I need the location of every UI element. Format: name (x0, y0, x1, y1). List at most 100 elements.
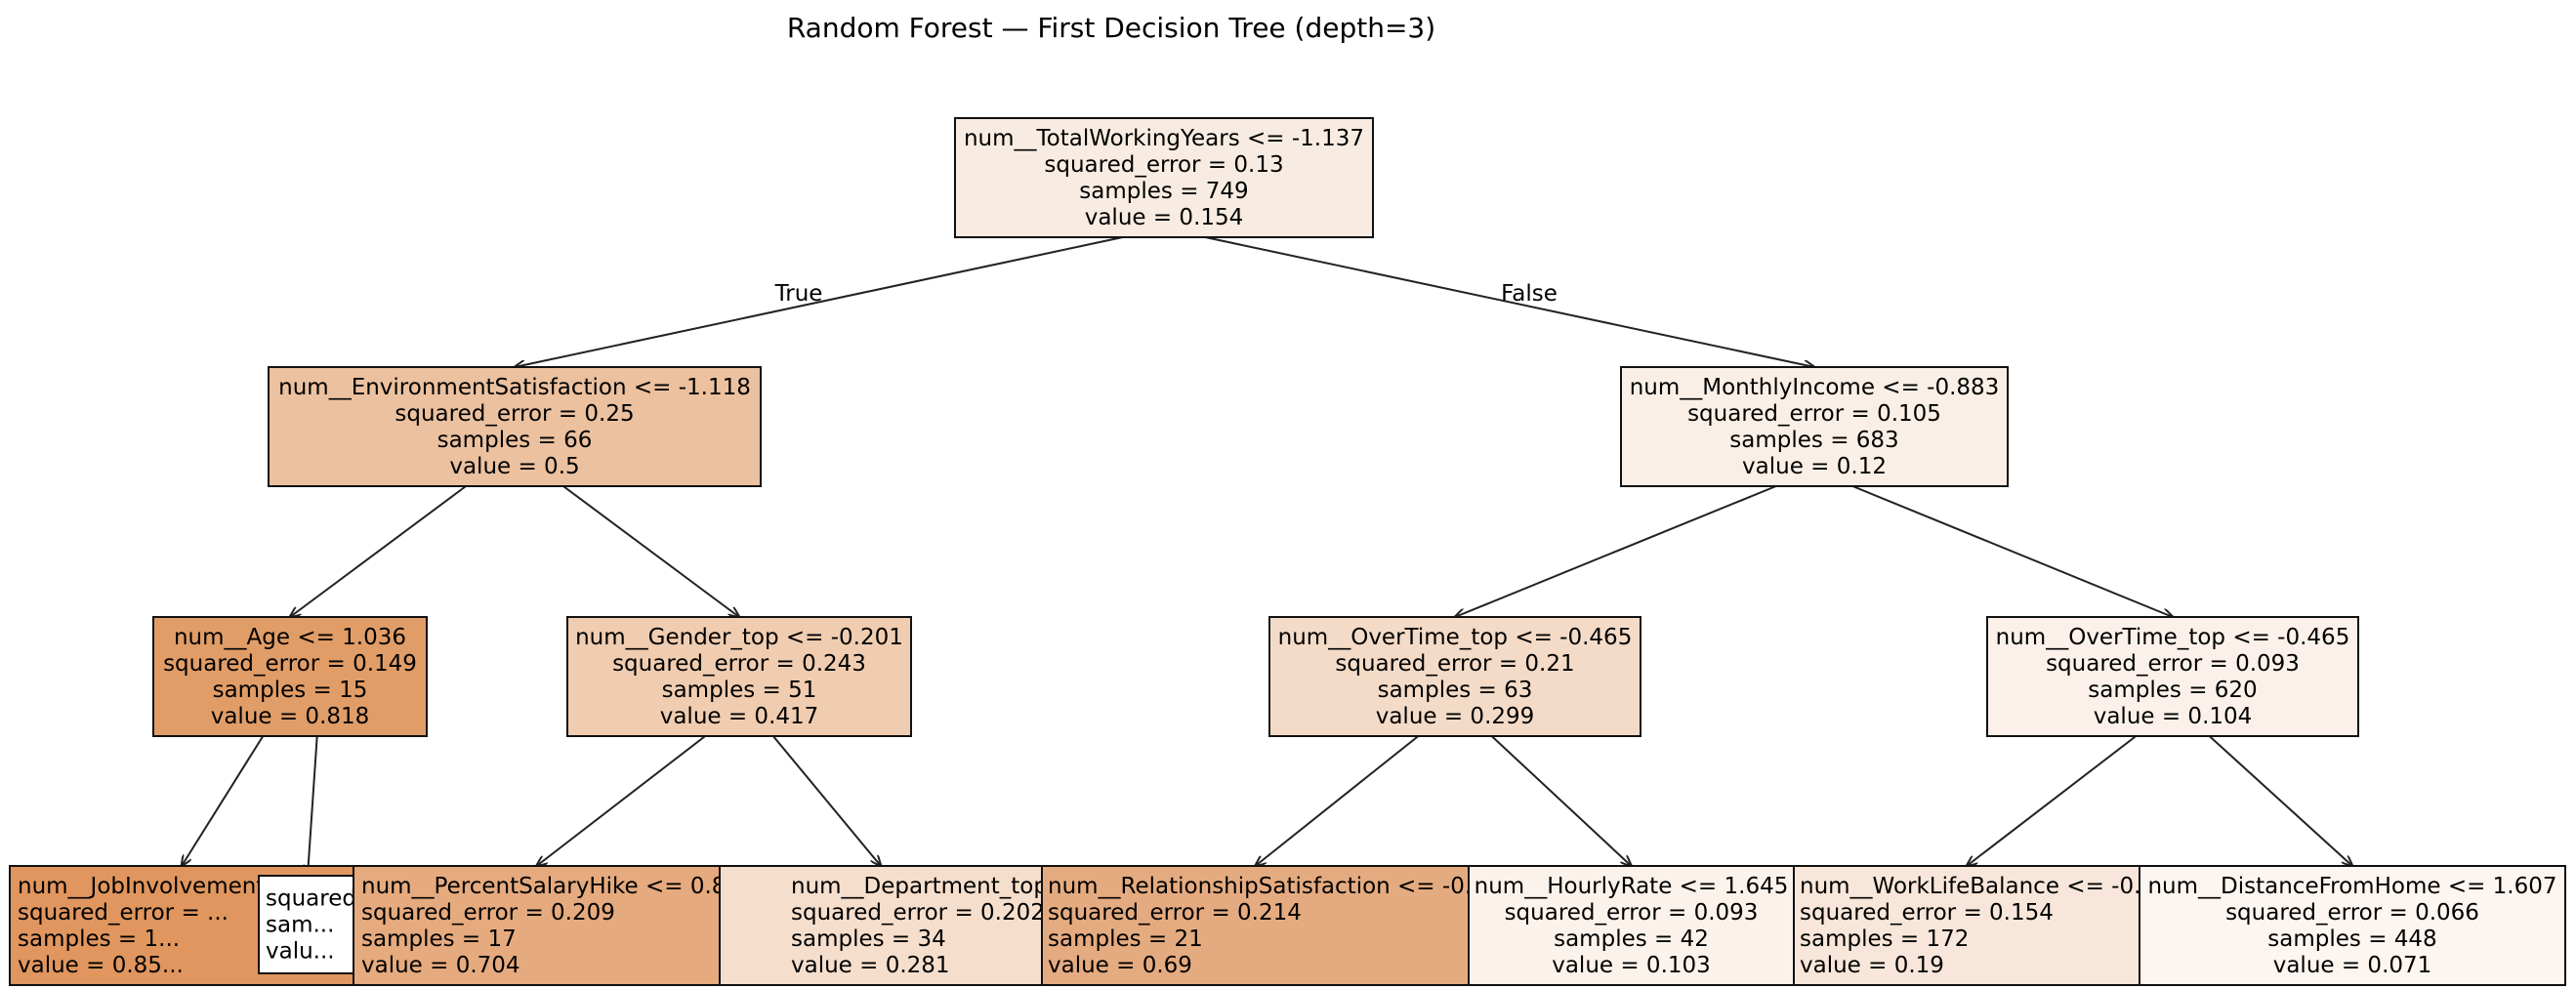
node-stat: samples = 51 (662, 678, 817, 703)
tree-node-n13: num__WorkLifeBalance <= -0...squared_err… (1793, 865, 2155, 986)
node-stat: squared_error = 0.093 (2046, 651, 2300, 677)
node-stat: squared_error = 0.066 (2225, 900, 2479, 926)
node-box (152, 616, 428, 737)
node-box (1268, 616, 1641, 737)
true-branch-label: True (774, 281, 823, 307)
node-stat: squared_error = 0.105 (1687, 401, 1941, 427)
nodes-layer: num__TotalWorkingYears <= -1.137squared_… (9, 117, 2566, 986)
node-stat: samples = 17 (361, 926, 517, 952)
node-stat: sam... (266, 913, 334, 938)
tree-node-n1: num__EnvironmentSatisfaction <= -1.118sq… (268, 366, 762, 487)
edges-layer (182, 236, 2352, 876)
node-stat: squared_error = 0.093 (1505, 900, 1759, 926)
node-stat: value = 0.103 (1552, 953, 1711, 978)
node-stat: value = 0.69 (1048, 953, 1192, 978)
node-stat: samples = 620 (2088, 678, 2257, 703)
edge-n6-n13 (1967, 735, 2137, 866)
edge-n3-n7 (182, 735, 265, 866)
split-condition: num__DistanceFromHome <= 1.607 (2147, 874, 2556, 899)
split-condition: num__EnvironmentSatisfaction <= -1.118 (278, 375, 751, 400)
node-stat: samples = 21 (1048, 926, 1203, 952)
node-stat: squared_error = 0.21 (1335, 651, 1574, 677)
node-stat: samples = 749 (1079, 179, 1248, 204)
edge-n1-n4 (562, 485, 739, 617)
node-stat: squared_error = 0.149 (163, 651, 417, 677)
split-condition: num__Department_top <= ... (791, 874, 1121, 899)
node-stat: squared_error = 0.13 (1044, 152, 1283, 178)
node-stat: value = 0.104 (2094, 704, 2253, 729)
split-condition: num__Age <= 1.036 (174, 625, 406, 650)
split-condition: num__MonthlyIncome <= -0.883 (1630, 375, 2000, 400)
edge-n1-n3 (290, 485, 467, 617)
edge-n4-n9 (537, 735, 706, 866)
edge-n0-n1 (515, 236, 1123, 367)
split-condition: num__JobInvolvement <= ... (18, 874, 338, 899)
split-condition: num__OverTime_top <= -0.465 (1278, 625, 1633, 650)
split-condition: num__WorkLifeBalance <= -0... (1800, 874, 2155, 899)
node-stat: value = 0.5 (449, 454, 579, 479)
edge-n6-n14 (2208, 735, 2352, 866)
tree-node-n2: num__MonthlyIncome <= -0.883squared_erro… (1620, 366, 2009, 487)
node-box (1468, 865, 1795, 986)
node-box (2139, 865, 2566, 986)
node-stat: value = 0.818 (211, 704, 370, 729)
node-stat: samples = 63 (1378, 678, 1533, 703)
tree-node-n5: num__OverTime_top <= -0.465squared_error… (1268, 616, 1641, 737)
false-branch-label: False (1501, 281, 1558, 307)
node-stat: samples = 683 (1729, 428, 1898, 453)
node-box (1986, 616, 2359, 737)
node-stat: squared_error = 0.154 (1800, 900, 2054, 926)
node-box (1620, 366, 2009, 487)
node-stat: value = 0.19 (1800, 953, 1944, 978)
node-stat: squared_error = 0.25 (395, 401, 634, 427)
node-stat: value = 0.704 (361, 953, 520, 978)
tree-node-n11: num__RelationshipSatisfaction <= -0...sq… (1041, 865, 1486, 986)
tree-node-n9: num__PercentSalaryHike <= 0.8...squared_… (353, 865, 721, 986)
node-stat: valu... (266, 939, 335, 965)
split-condition: num__RelationshipSatisfaction <= -0... (1048, 874, 1486, 899)
node-stat: value = 0.299 (1376, 704, 1535, 729)
node-stat: value = 0.85... (18, 953, 184, 978)
node-stat: squared_error = 0.202 (791, 900, 1045, 926)
node-stat: value = 0.281 (791, 953, 950, 978)
tree-node-n0: num__TotalWorkingYears <= -1.137squared_… (954, 117, 1374, 238)
edge-n5-n11 (1256, 735, 1420, 866)
edge-n4-n10 (772, 735, 881, 866)
node-stat: value = 0.417 (660, 704, 819, 729)
node-stat: squared_error = ... (18, 900, 229, 926)
split-condition: num__OverTime_top <= -0.465 (1996, 625, 2350, 650)
split-condition: num__TotalWorkingYears <= -1.137 (964, 126, 1364, 151)
node-stat: samples = 1... (18, 926, 180, 952)
node-stat: samples = 34 (791, 926, 946, 952)
node-box (268, 366, 762, 487)
node-stat: samples = 448 (2267, 926, 2436, 952)
node-box (954, 117, 1374, 238)
node-stat: value = 0.154 (1085, 205, 1244, 230)
edge-n2-n6 (1851, 485, 2173, 617)
node-stat: squared_error = 0.214 (1048, 900, 1302, 926)
node-stat: squared_error = 0.209 (361, 900, 615, 926)
edge-n0-n2 (1205, 236, 1814, 367)
node-box (566, 616, 912, 737)
node-stat: samples = 42 (1554, 926, 1709, 952)
diagram-title: Random Forest — First Decision Tree (dep… (787, 12, 1435, 44)
node-box (719, 865, 1043, 986)
node-stat: squared_error = 0.243 (612, 651, 866, 677)
edge-n2-n5 (1455, 485, 1777, 617)
tree-node-n14: num__DistanceFromHome <= 1.607squared_er… (2139, 865, 2566, 986)
tree-node-n6: num__OverTime_top <= -0.465squared_error… (1986, 616, 2359, 737)
node-stat: samples = 172 (1800, 926, 1969, 952)
node-box (353, 865, 721, 986)
tree-node-n10: num__Department_top <= ...squared_error … (719, 865, 1121, 986)
node-stat: samples = 15 (213, 678, 368, 703)
node-stat: samples = 66 (437, 428, 593, 453)
edge-n5-n12 (1490, 735, 1632, 866)
split-condition: num__Gender_top <= -0.201 (575, 625, 903, 650)
split-condition: num__HourlyRate <= 1.645 (1475, 874, 1789, 899)
node-stat: value = 0.071 (2273, 953, 2432, 978)
node-box (1041, 865, 1470, 986)
